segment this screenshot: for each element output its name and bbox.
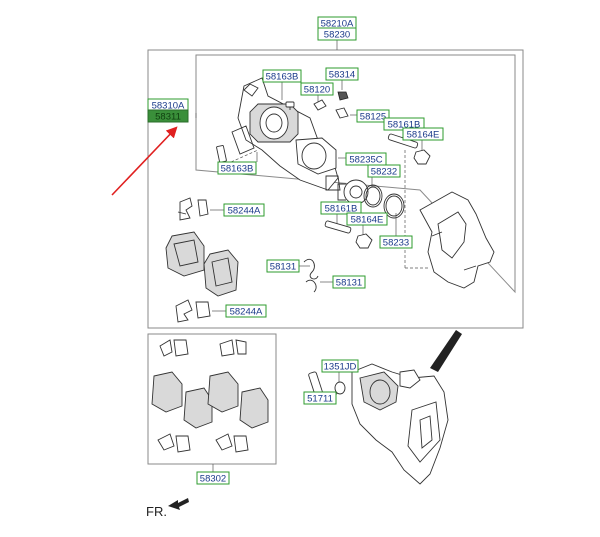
svg-text:58161B: 58161B — [388, 120, 421, 131]
label-58314[interactable]: 58314 — [325, 67, 359, 81]
black-pointer-drawing — [430, 330, 462, 372]
cap-58314-drawing — [337, 91, 349, 101]
lower-washer-drawing — [334, 381, 346, 395]
nut-mid-drawing — [355, 233, 373, 249]
anti-rattle-spring-drawing — [303, 258, 319, 293]
label-58230[interactable]: 58230 — [317, 27, 357, 41]
pad-kit-pads-drawing — [151, 371, 269, 429]
svg-text:58232: 58232 — [371, 167, 397, 178]
svg-text:58164E: 58164E — [351, 215, 384, 226]
svg-text:58302: 58302 — [200, 474, 226, 485]
label-58163b-mid[interactable]: 58163B — [217, 161, 257, 175]
direction-arrow-icon — [168, 498, 189, 510]
pointer-arrow — [111, 126, 178, 196]
svg-text:1351JD: 1351JD — [324, 362, 357, 373]
pad-clips-bottom-drawing — [175, 299, 211, 323]
label-58302[interactable]: 58302 — [196, 471, 230, 485]
svg-text:58244A: 58244A — [228, 206, 261, 217]
assembled-caliper-drawing — [351, 363, 449, 485]
caliper-body-drawing — [231, 77, 341, 191]
svg-text:58310A: 58310A — [152, 101, 185, 112]
svg-text:51711: 51711 — [307, 394, 333, 405]
guide-pin-upper-drawing — [285, 101, 295, 110]
label-58131-a[interactable]: 58131 — [266, 259, 300, 273]
svg-text:58125: 58125 — [360, 112, 386, 123]
label-58164e-top[interactable]: 58164E — [402, 127, 444, 141]
pad-kit-frame — [147, 333, 277, 465]
pad-clips-top-drawing — [177, 197, 209, 221]
label-58131-b[interactable]: 58131 — [332, 275, 366, 289]
svg-text:58311: 58311 — [155, 112, 181, 123]
front-direction-indicator: FR. — [146, 498, 189, 519]
svg-text:58164E: 58164E — [407, 130, 440, 141]
label-58310a[interactable]: 58310A — [147, 98, 189, 112]
svg-text:58210A: 58210A — [321, 19, 354, 30]
pad-kit-clips-bottom-drawing — [157, 433, 249, 453]
label-58163b-top[interactable]: 58163B — [262, 69, 302, 83]
piston-boot-drawing — [383, 193, 405, 219]
label-58244a-bot[interactable]: 58244A — [225, 304, 267, 318]
bolt-mid-left-drawing — [216, 145, 227, 163]
direction-label: FR. — [146, 504, 167, 519]
bleeder-screw-drawing — [313, 99, 327, 111]
part-58125-drawing — [335, 107, 349, 119]
label-58311[interactable]: 58311 — [147, 109, 189, 123]
piston-seal-drawing — [363, 184, 383, 208]
svg-text:58131: 58131 — [336, 278, 362, 289]
label-58120[interactable]: 58120 — [300, 82, 334, 96]
caliper-bracket-drawing — [419, 191, 495, 289]
brake-pad-right-drawing — [203, 249, 239, 297]
main-assembly-frame — [147, 49, 524, 329]
svg-text:58161B: 58161B — [325, 204, 358, 215]
label-58232[interactable]: 58232 — [367, 164, 401, 178]
svg-text:58314: 58314 — [329, 70, 355, 81]
brake-pad-left-drawing — [165, 231, 205, 277]
label-51711[interactable]: 51711 — [303, 391, 337, 405]
svg-text:58163B: 58163B — [266, 72, 299, 83]
svg-text:58163B: 58163B — [221, 164, 254, 175]
svg-text:58244A: 58244A — [230, 307, 263, 318]
label-58244a-top[interactable]: 58244A — [223, 203, 265, 217]
svg-text:58131: 58131 — [270, 262, 296, 273]
nut-top-drawing — [413, 149, 431, 165]
svg-text:58230: 58230 — [324, 30, 350, 41]
label-58233[interactable]: 58233 — [379, 235, 413, 249]
label-1351jd[interactable]: 1351JD — [321, 359, 359, 373]
piston-drawing — [337, 179, 369, 205]
label-58235c[interactable]: 58235C — [345, 152, 387, 166]
label-58164e-mid[interactable]: 58164E — [346, 212, 388, 226]
svg-text:58120: 58120 — [304, 85, 330, 96]
label-58125[interactable]: 58125 — [356, 109, 390, 123]
svg-text:58235C: 58235C — [349, 155, 382, 166]
guide-bolt-mid-drawing — [324, 220, 352, 234]
label-58161b-mid[interactable]: 58161B — [320, 201, 362, 215]
pad-kit-clips-top-drawing — [159, 339, 247, 357]
svg-text:58233: 58233 — [383, 238, 409, 249]
